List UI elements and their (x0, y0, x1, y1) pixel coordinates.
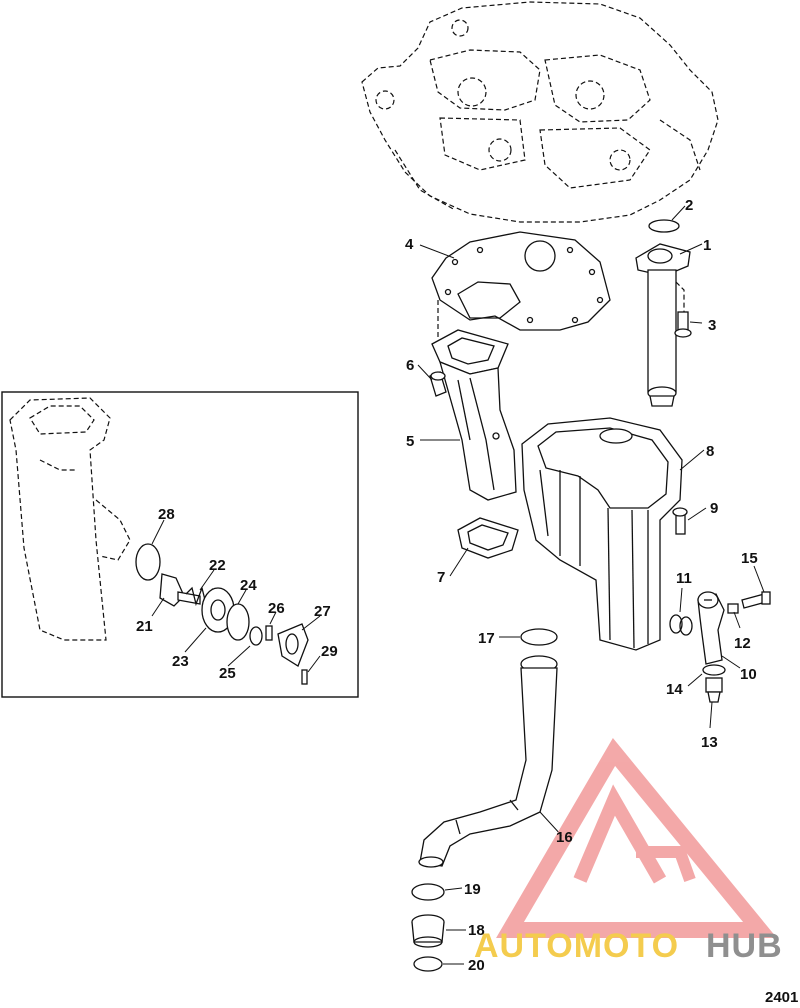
callout-25: 25 (219, 665, 236, 682)
callout-16: 16 (556, 829, 573, 846)
callout-4: 4 (405, 236, 414, 253)
callout-28: 28 (158, 506, 175, 523)
callout-3: 3 (708, 317, 716, 334)
part-14-washer (702, 664, 726, 676)
part-16-exhaust-tube (418, 655, 558, 868)
callout-1: 1 (703, 237, 711, 254)
part-18-grommet (411, 914, 445, 948)
part-7-seal (457, 517, 519, 559)
callout-17: 17 (478, 630, 495, 647)
part-17-o-ring (520, 628, 558, 646)
part-11-o-rings (669, 614, 693, 636)
callout-10: 10 (740, 666, 757, 683)
callout-19: 19 (464, 881, 481, 898)
figure-number: 2401 (765, 989, 798, 1006)
part-10-elbow-fitting (697, 591, 725, 665)
callout-24: 24 (240, 577, 257, 594)
leader-lines (151, 205, 765, 965)
part-4-gasket (431, 231, 611, 338)
callout-15: 15 (741, 550, 758, 567)
engine-block (361, 1, 719, 223)
callout-26: 26 (268, 600, 285, 617)
callout-18: 18 (468, 922, 485, 939)
part-26-pin (265, 625, 273, 641)
part-21-impeller-shaft (159, 573, 201, 607)
part-15-screw (741, 591, 771, 609)
callout-13: 13 (701, 734, 718, 751)
callout-23: 23 (172, 653, 189, 670)
callout-labels: 1 2 3 4 5 6 7 8 9 10 11 12 13 14 15 16 1… (136, 197, 758, 974)
part-13-drain-plug (705, 677, 723, 703)
part-20-o-ring (413, 956, 443, 972)
part-12-fitting (727, 603, 739, 614)
part-28-gasket (135, 543, 161, 581)
callout-9: 9 (710, 500, 718, 517)
inset-detail-box (1, 391, 359, 698)
callout-7: 7 (437, 569, 445, 586)
callout-11: 11 (676, 570, 692, 587)
part-29-screw (301, 669, 308, 685)
part-19-o-ring (411, 883, 445, 901)
watermark-logo (496, 738, 777, 938)
part-9-bolt (672, 507, 688, 535)
callout-2: 2 (685, 197, 693, 214)
part-24-gasket (226, 603, 250, 641)
watermark-text-automoto: AUTOMOTO (474, 927, 679, 965)
callout-29: 29 (321, 643, 338, 660)
part-6-bolt (429, 371, 447, 397)
callout-21: 21 (136, 618, 153, 635)
part-25-seal (249, 626, 263, 646)
callout-14: 14 (666, 681, 683, 698)
callout-27: 27 (314, 603, 331, 620)
watermark-triangle-icon (496, 738, 777, 938)
callout-22: 22 (209, 557, 226, 574)
callout-5: 5 (406, 433, 414, 450)
part-5-exhaust-adapter (431, 329, 517, 501)
callout-8: 8 (706, 443, 714, 460)
part-8-adapter-plate (521, 417, 683, 651)
callout-12: 12 (734, 635, 751, 652)
part-27-cover (277, 623, 309, 667)
part-1-water-tube (635, 243, 691, 407)
callout-20: 20 (468, 957, 485, 974)
watermark-text-hub: HUB (706, 927, 783, 965)
part-2-o-ring (648, 219, 680, 233)
callout-6: 6 (406, 357, 414, 374)
part-3-screw (674, 311, 692, 338)
